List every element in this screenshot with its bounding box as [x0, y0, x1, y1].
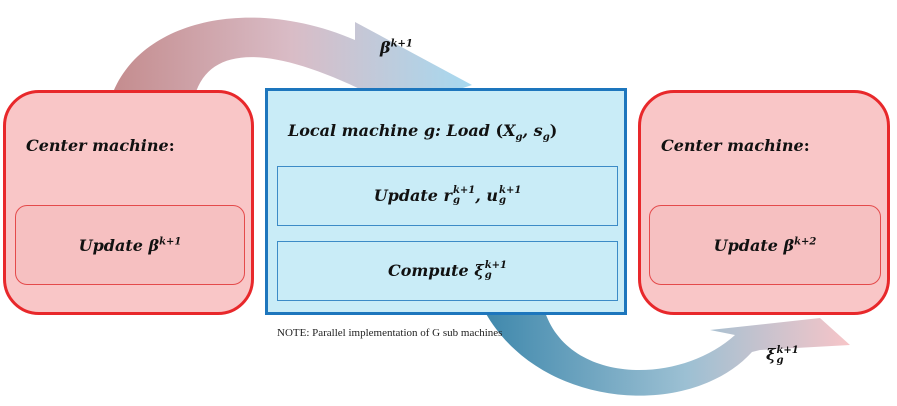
top-arrow-label: βk+1	[380, 38, 413, 57]
left-update-box: Update βk+1	[15, 205, 245, 285]
right-center-title: Center machine:	[661, 136, 810, 155]
local-machine-title: Local machine g: Load (Xg, sg)	[288, 121, 558, 144]
parallel-note: NOTE: Parallel implementation of G sub m…	[277, 327, 503, 339]
right-update-label: Update βk+2	[713, 235, 817, 255]
right-update-box: Update βk+2	[649, 205, 881, 285]
left-center-title: Center machine:	[26, 136, 175, 155]
left-center-machine: Center machine: Update βk+1	[3, 90, 254, 315]
right-center-machine: Center machine: Update βk+2	[638, 90, 890, 315]
bottom-curved-arrow	[485, 312, 850, 396]
left-update-label: Update βk+1	[78, 235, 182, 255]
